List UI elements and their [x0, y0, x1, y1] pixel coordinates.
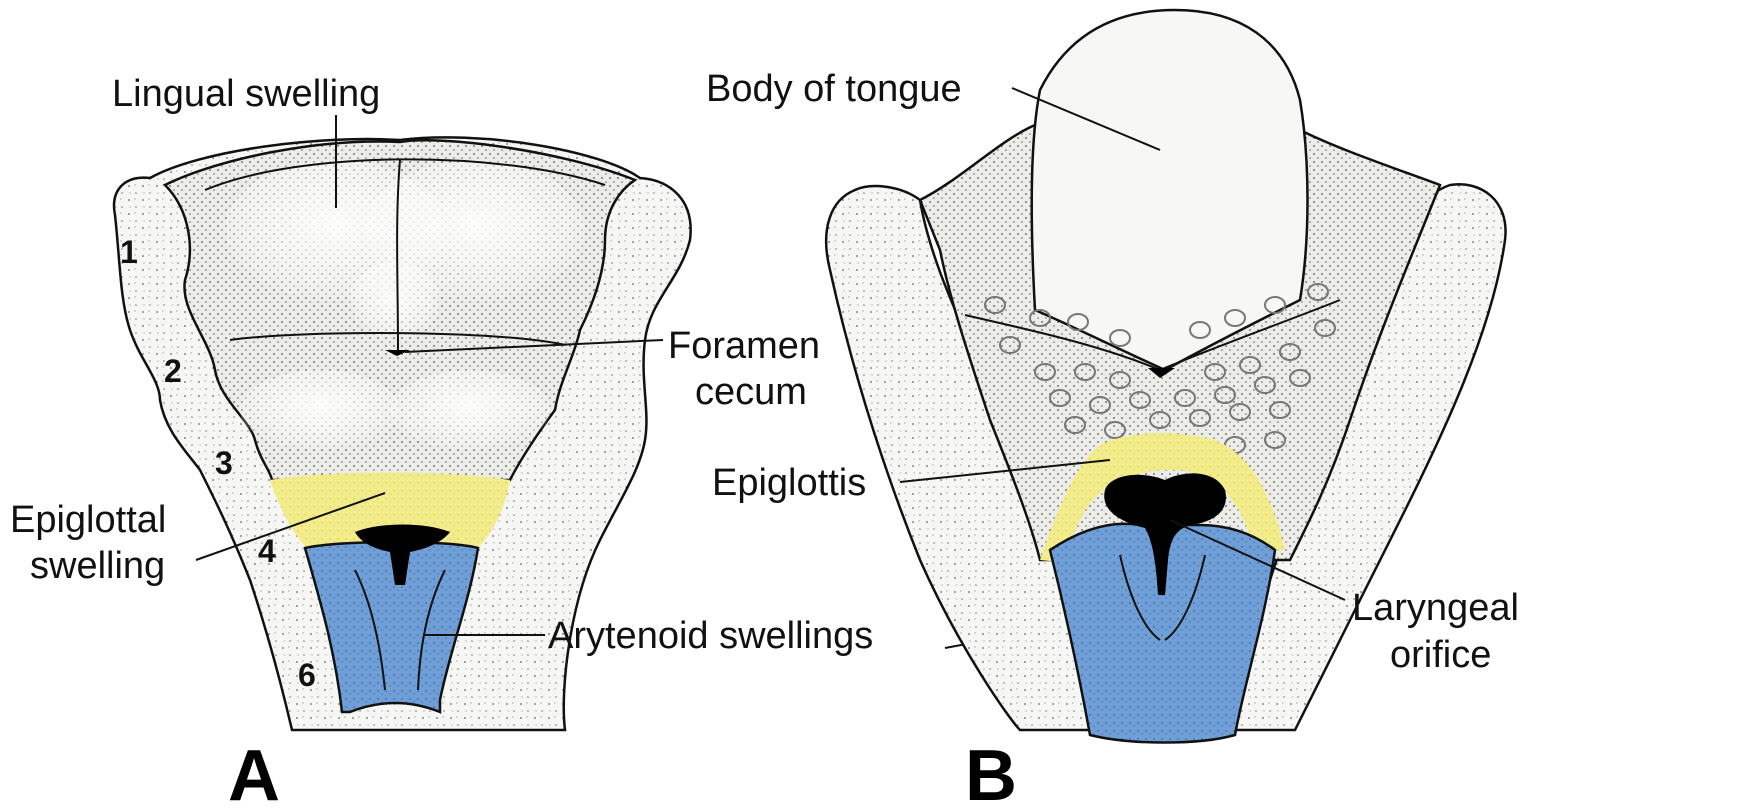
arch-number-6: 6 [298, 657, 316, 693]
copula-left-highlight [240, 370, 400, 450]
label-foramen: Foramen [668, 325, 820, 367]
label-laryngeal: Laryngeal [1352, 587, 1519, 629]
panel-letter-a: A [228, 736, 280, 809]
tuberculum-impar-highlight [350, 262, 440, 338]
panel-letter-b: B [965, 736, 1017, 809]
arch-number-2: 2 [164, 353, 182, 389]
panel-b: Body of tongue Epiglottis Laryngeal orif… [706, 10, 1519, 809]
copula-right-highlight [390, 370, 550, 450]
label-epiglottal: Epiglottal [10, 499, 166, 541]
label-cecum: cecum [695, 371, 807, 413]
label-lingual-swelling: Lingual swelling [112, 73, 380, 115]
arch-number-4: 4 [258, 533, 276, 569]
label-arytenoid-swellings: Arytenoid swellings [548, 615, 873, 657]
label-body-of-tongue: Body of tongue [706, 68, 962, 110]
label-epiglottis: Epiglottis [712, 462, 866, 504]
label-orifice: orifice [1390, 634, 1491, 676]
label-swelling: swelling [30, 545, 165, 587]
arch-number-1: 1 [120, 234, 138, 270]
arch-number-3: 3 [215, 445, 233, 481]
